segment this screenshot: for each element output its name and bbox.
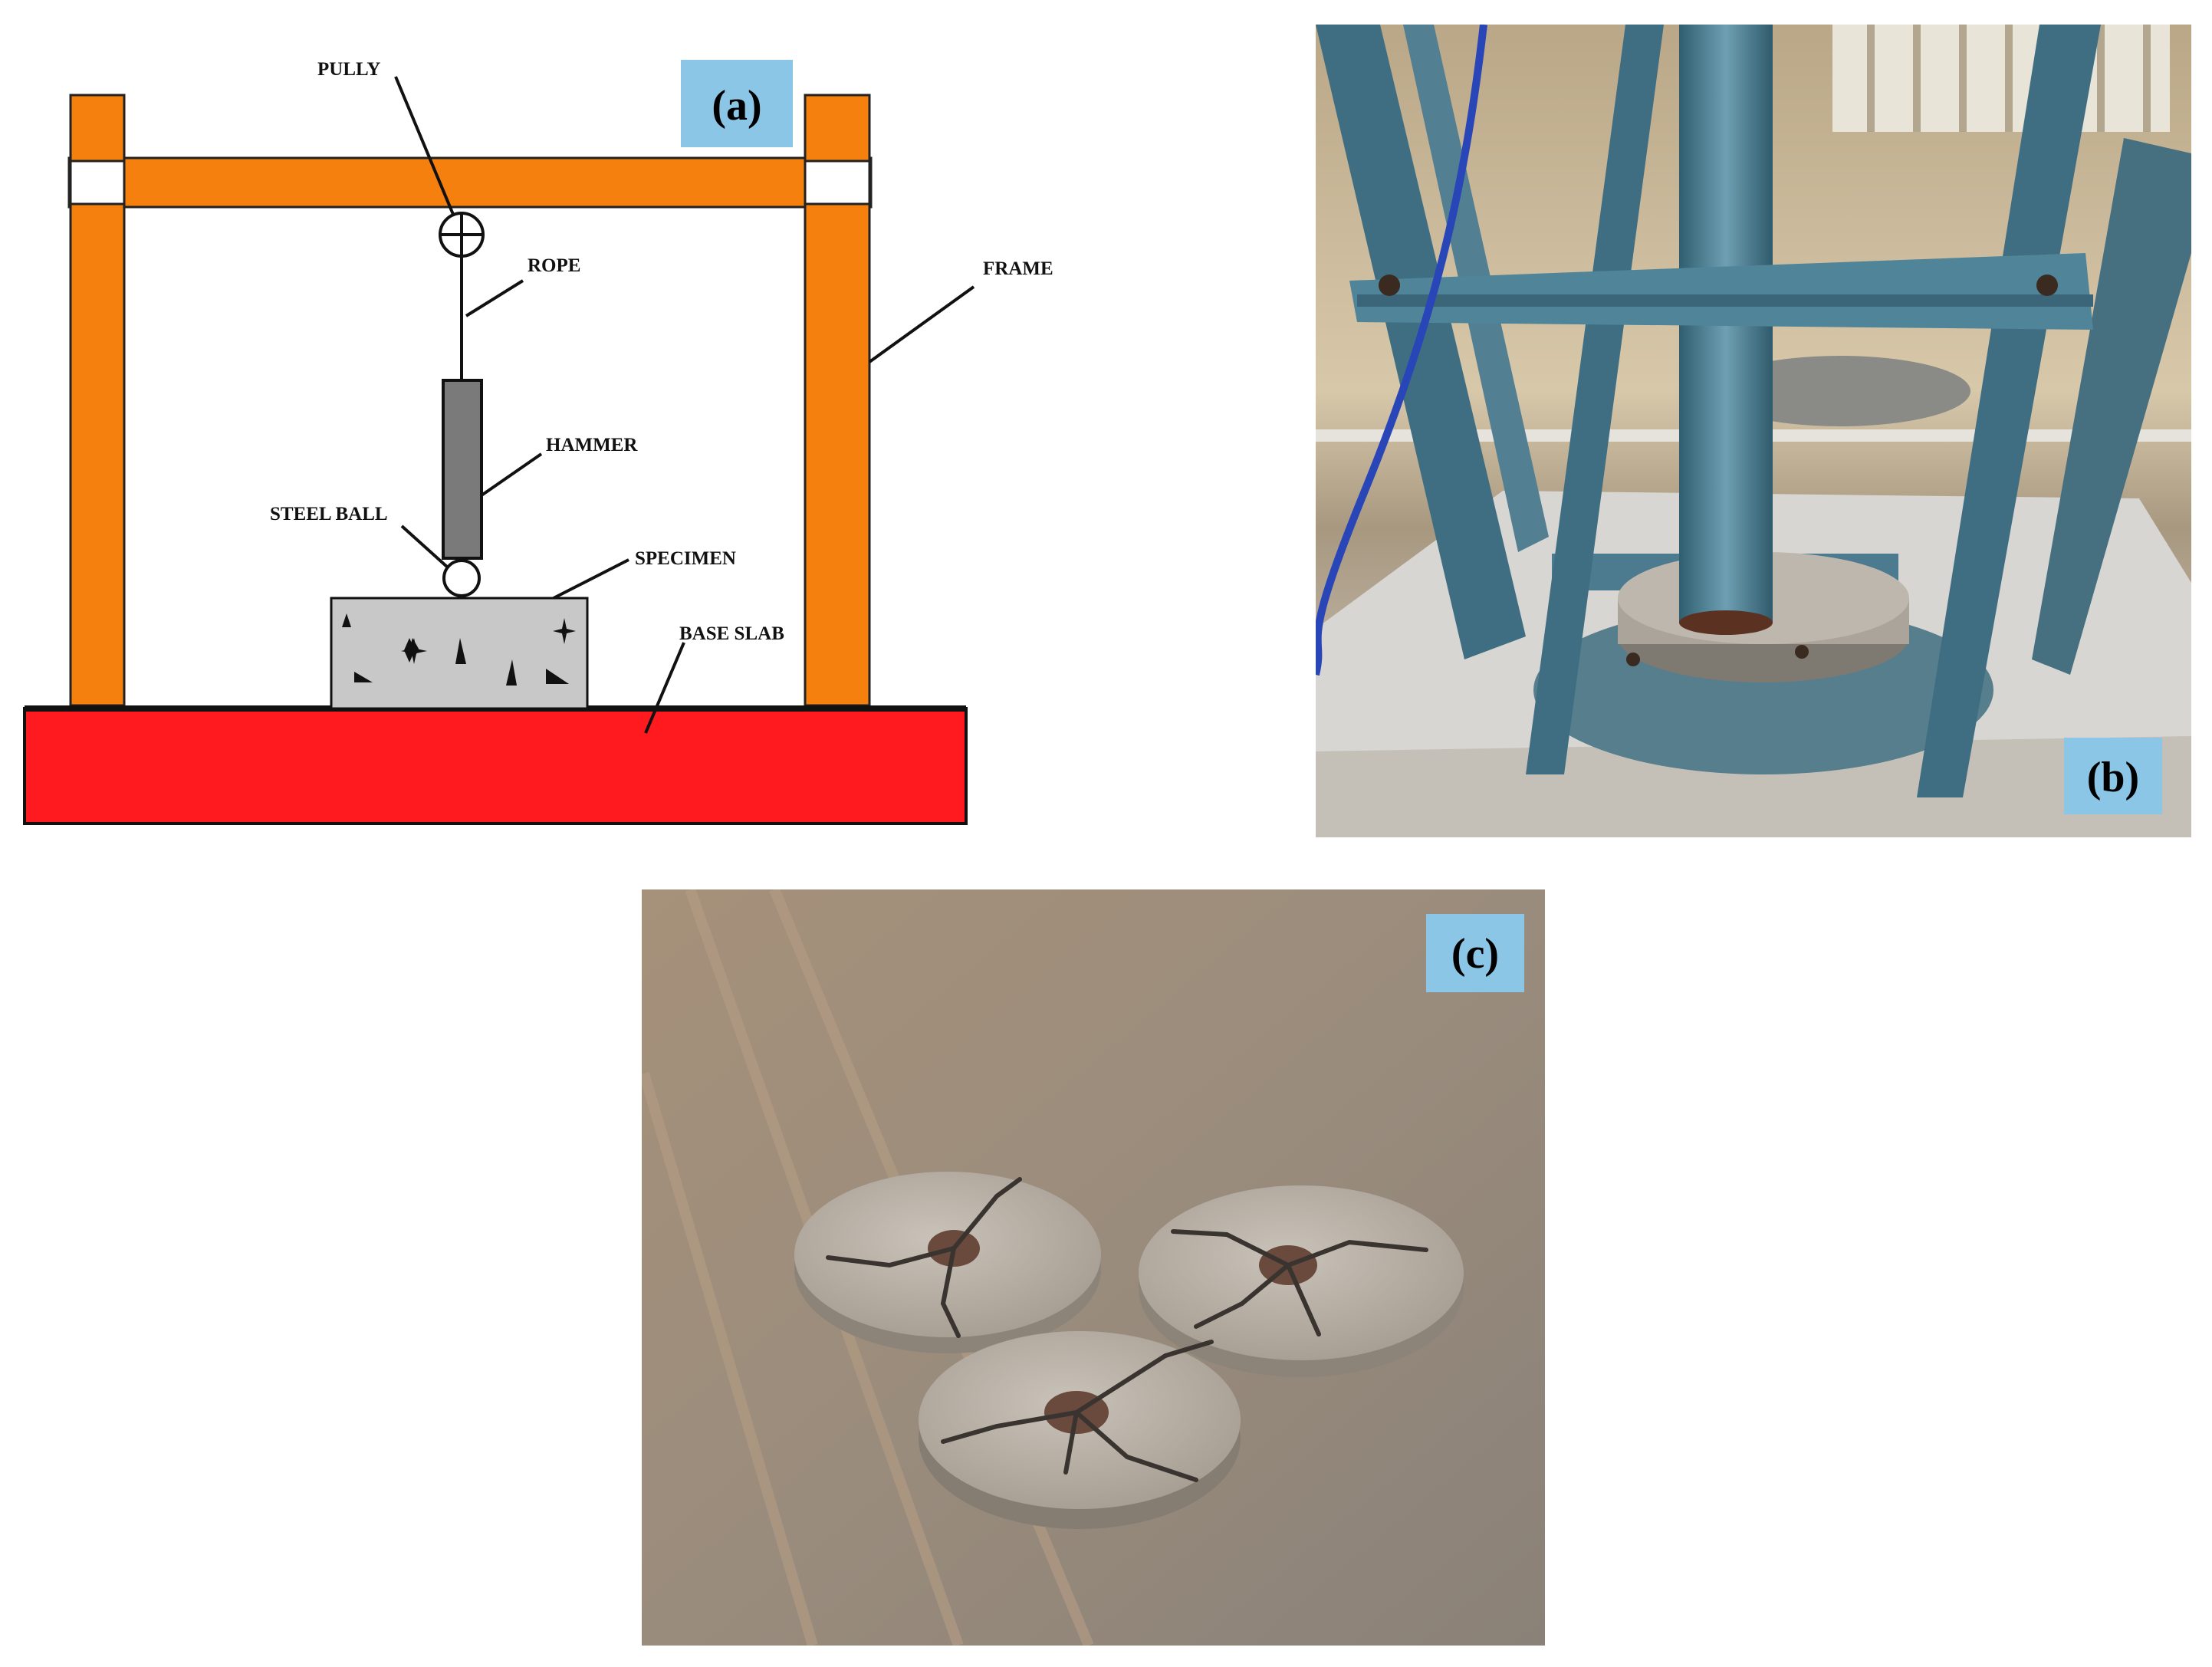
- label-pully: PULLY: [317, 59, 380, 80]
- frame-left-joint: [69, 159, 126, 205]
- label-steel-ball: STEEL BALL: [270, 504, 388, 524]
- frame-right-joint: [804, 159, 871, 205]
- failed-specimens: [794, 1172, 1464, 1529]
- panel-a-tag: (a): [712, 82, 761, 130]
- base-slab: [23, 707, 968, 825]
- label-base-slab: BASE SLAB: [679, 623, 784, 644]
- specimen-aggregates: [342, 613, 576, 686]
- label-rope: ROPE: [528, 255, 580, 276]
- panel-b-photo: (b): [1316, 25, 2191, 837]
- label-hammer: HAMMER: [546, 435, 638, 455]
- panel-c-tag: (c): [1451, 930, 1499, 978]
- steel-ball: [442, 559, 481, 597]
- window: [1832, 25, 2170, 132]
- panel-b-tag-box: [2064, 738, 2162, 814]
- panel-a-tag-box: [681, 60, 793, 147]
- hammer: [442, 379, 483, 560]
- label-specimen: SPECIMEN: [635, 548, 736, 569]
- panel-a-schematic: PULLY ROPE FRAME HAMMER STEEL BALL SPECI…: [23, 59, 1053, 825]
- panel-b-tag: (b): [2087, 754, 2139, 801]
- leader-lines: [394, 76, 975, 734]
- panel-c-tag-box: [1426, 914, 1524, 992]
- panel-c-photo: (c): [642, 889, 1545, 1646]
- blue-rope: [1316, 25, 1487, 676]
- label-frame: FRAME: [983, 258, 1053, 279]
- frame-top-beam: [67, 156, 873, 209]
